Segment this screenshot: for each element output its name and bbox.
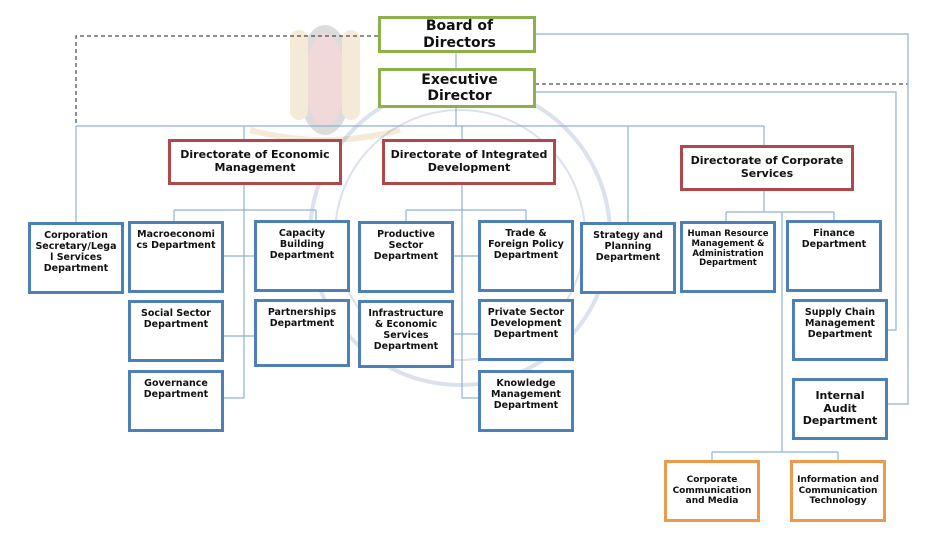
knowledge-management-department: Knowledge Management Department (478, 370, 574, 432)
governance-department: Governance Department (128, 370, 224, 432)
corporate-communication-media: Corporate Communication and Media (664, 460, 760, 522)
human-resource-department: Human Resource Management & Administrati… (680, 221, 776, 293)
directorate-corporate-services: Directorate of Corporate Services (680, 145, 854, 191)
partnerships-department: Partnerships Department (254, 299, 350, 367)
social-sector-department: Social Sector Department (128, 300, 224, 362)
finance-department: Finance Department (786, 220, 882, 292)
infrastructure-economic-services-department: Infrastructure & Economic Services Depar… (358, 300, 454, 368)
corporation-secretary-department: Corporation Secretary/Legal Services Dep… (28, 222, 124, 294)
strategy-planning-department: Strategy and Planning Department (580, 222, 676, 294)
executive-director: Executive Director (378, 68, 536, 108)
capacity-building-department: Capacity Building Department (254, 220, 350, 292)
internal-audit-department: Internal Audit Department (792, 378, 888, 440)
information-communication-technology: Information and Communication Technology (790, 460, 886, 522)
directorate-integrated-development: Directorate of Integrated Development (382, 139, 556, 185)
private-sector-development-department: Private Sector Development Department (478, 299, 574, 361)
directorate-economic-management: Directorate of Economic Management (168, 139, 342, 185)
board-of-directors: Board of Directors (378, 16, 536, 53)
productive-sector-department: Productive Sector Department (358, 221, 454, 293)
trade-foreign-policy-department: Trade & Foreign Policy Department (478, 220, 574, 292)
macroeconomics-department: Macroeconomics Department (128, 221, 224, 293)
supply-chain-management-department: Supply Chain Management Department (792, 299, 888, 361)
